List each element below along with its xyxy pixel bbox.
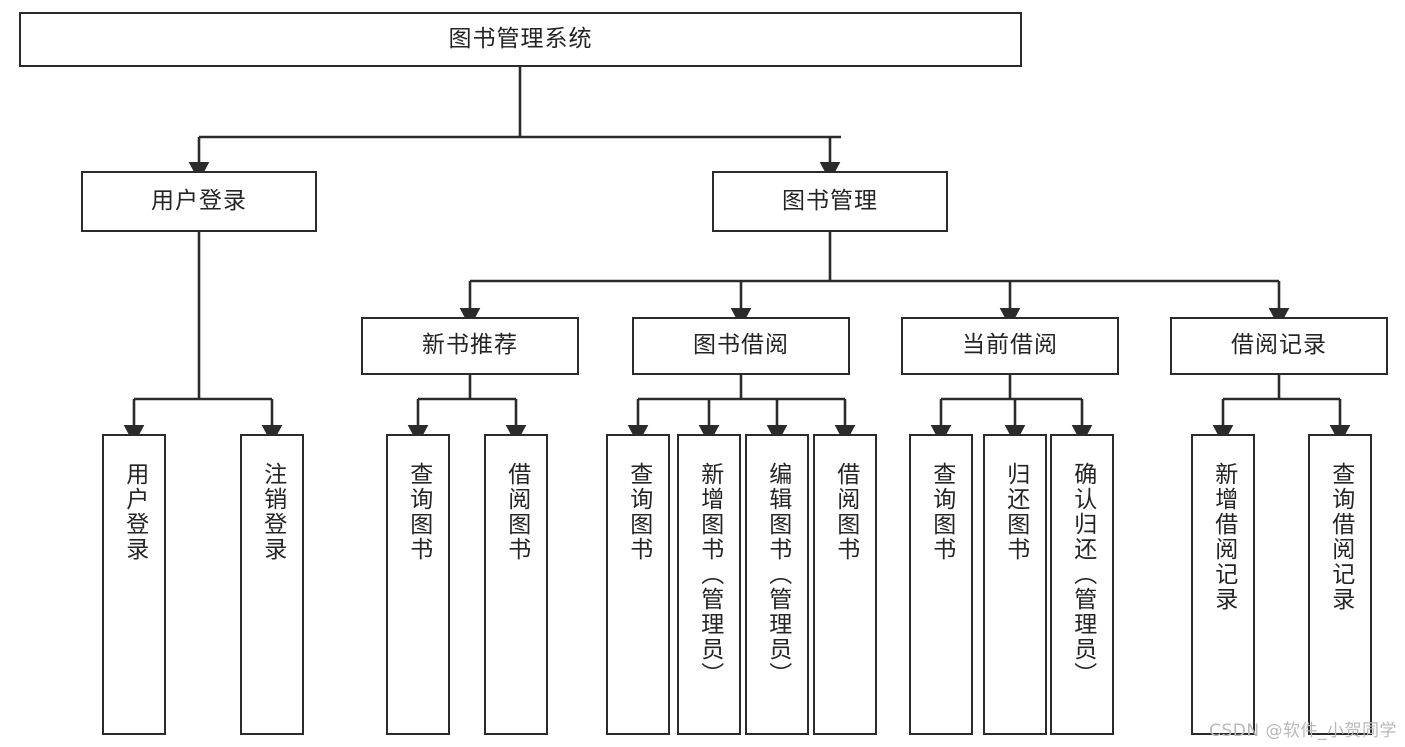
leaf-logout-label: 注销登录 (259, 462, 286, 562)
leaf-user-login[interactable]: 用户登录 (102, 434, 166, 735)
leaf-logout[interactable]: 注销登录 (240, 434, 304, 735)
leaf-return-book[interactable]: 归还图书 (983, 434, 1047, 735)
leaf-query-book-current[interactable]: 查询图书 (909, 434, 973, 735)
leaf-confirm-return-admin[interactable]: 确认归还（管理员） (1050, 434, 1114, 735)
leaf-borrow-book-newbook[interactable]: 借阅图书 (484, 434, 548, 735)
node-borrow-record-label: 借阅记录 (1231, 332, 1327, 359)
leaf-edit-book-admin[interactable]: 编辑图书（管理员） (745, 434, 809, 735)
node-new-book-recommend[interactable]: 新书推荐 (361, 317, 579, 375)
node-borrow-record[interactable]: 借阅记录 (1170, 317, 1388, 375)
node-new-book-recommend-label: 新书推荐 (422, 332, 518, 359)
leaf-query-borrow-record-label: 查询借阅记录 (1327, 462, 1354, 612)
node-book-management[interactable]: 图书管理 (712, 171, 948, 232)
leaf-edit-book-admin-label: 编辑图书（管理员） (764, 462, 791, 687)
leaf-query-book-newbook[interactable]: 查询图书 (386, 434, 450, 735)
node-current-borrow-label: 当前借阅 (962, 332, 1058, 359)
leaf-user-login-label: 用户登录 (121, 462, 148, 562)
leaf-query-borrow-record[interactable]: 查询借阅记录 (1308, 434, 1372, 735)
leaf-borrow-book-newbook-label: 借阅图书 (503, 462, 530, 562)
node-root[interactable]: 图书管理系统 (19, 12, 1022, 67)
leaf-confirm-return-admin-label: 确认归还（管理员） (1069, 462, 1096, 687)
node-book-borrow-label: 图书借阅 (693, 332, 789, 359)
node-book-management-label: 图书管理 (782, 187, 878, 214)
watermark-text: CSDN @软件_小贺同学 (1209, 721, 1397, 741)
node-book-borrow[interactable]: 图书借阅 (632, 317, 850, 375)
node-user-login[interactable]: 用户登录 (81, 171, 317, 232)
node-root-label: 图书管理系统 (448, 25, 593, 52)
node-user-login-label: 用户登录 (151, 187, 247, 214)
leaf-query-book-borrow[interactable]: 查询图书 (606, 434, 670, 735)
leaf-query-book-current-label: 查询图书 (928, 462, 955, 562)
leaf-return-book-label: 归还图书 (1002, 462, 1029, 562)
leaf-add-borrow-record-label: 新增借阅记录 (1210, 462, 1237, 612)
leaf-query-book-newbook-label: 查询图书 (405, 462, 432, 562)
leaf-add-book-admin[interactable]: 新增图书（管理员） (677, 434, 741, 735)
leaf-add-borrow-record[interactable]: 新增借阅记录 (1191, 434, 1255, 735)
leaf-borrow-book[interactable]: 借阅图书 (813, 434, 877, 735)
node-current-borrow[interactable]: 当前借阅 (901, 317, 1119, 375)
leaf-query-book-borrow-label: 查询图书 (625, 462, 652, 562)
leaf-borrow-book-label: 借阅图书 (832, 462, 859, 562)
leaf-add-book-admin-label: 新增图书（管理员） (696, 462, 723, 687)
